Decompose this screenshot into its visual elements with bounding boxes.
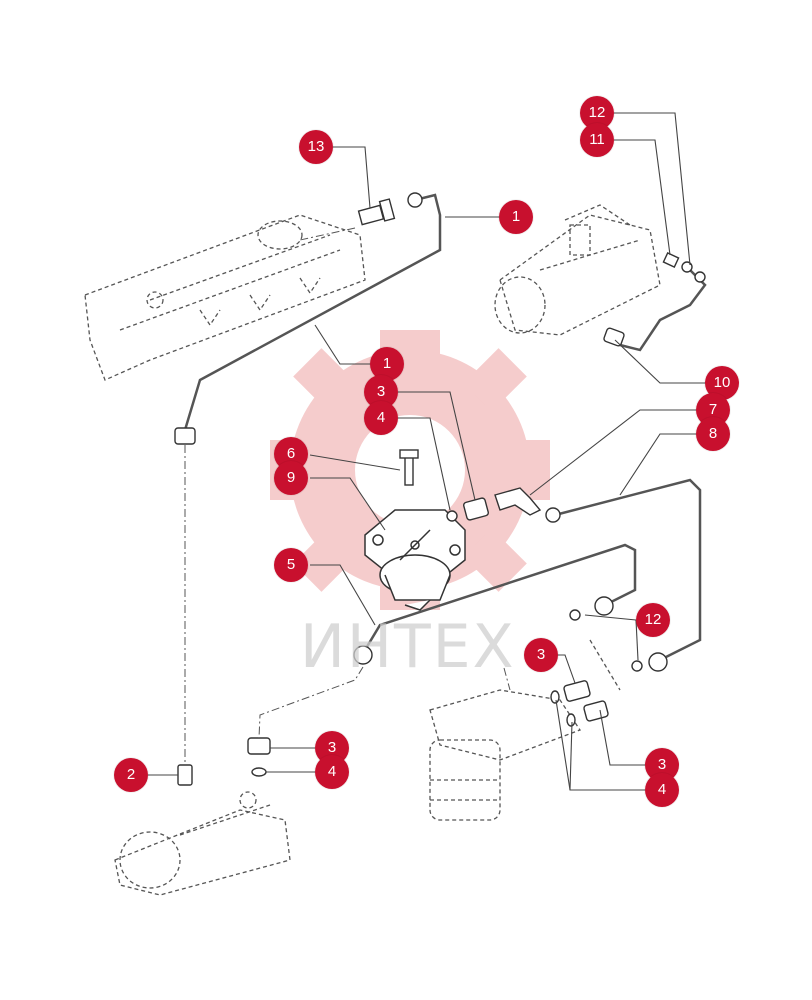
fittings — [174, 192, 706, 786]
callout-11: 11 — [580, 123, 614, 157]
watermark-text: ИНТЕХ — [300, 612, 516, 682]
callout-9: 9 — [274, 461, 308, 495]
callout-4-top: 4 — [364, 401, 398, 435]
watermark-gear-logo — [270, 330, 550, 610]
callout-4-right: 4 — [645, 773, 679, 807]
callout-1-top: 1 — [499, 200, 533, 234]
injection-pump-outline — [84, 214, 366, 381]
central-fuel-pump — [364, 509, 466, 611]
callout-5: 5 — [274, 548, 308, 582]
callout-8: 8 — [696, 417, 730, 451]
fuel-filter-outline — [429, 639, 621, 821]
callout-2: 2 — [114, 758, 148, 792]
callout-12-bottom: 12 — [636, 603, 670, 637]
top-right-pump-outline — [494, 204, 661, 336]
connector-dashdot-lines — [184, 227, 511, 765]
callout-3-filter: 3 — [524, 638, 558, 672]
callout-13: 13 — [299, 130, 333, 164]
bottom-left-pump-outline — [114, 791, 291, 896]
callout-4-bottom: 4 — [315, 755, 349, 789]
fuel-lines — [183, 193, 707, 662]
leader-lines — [148, 112, 713, 791]
